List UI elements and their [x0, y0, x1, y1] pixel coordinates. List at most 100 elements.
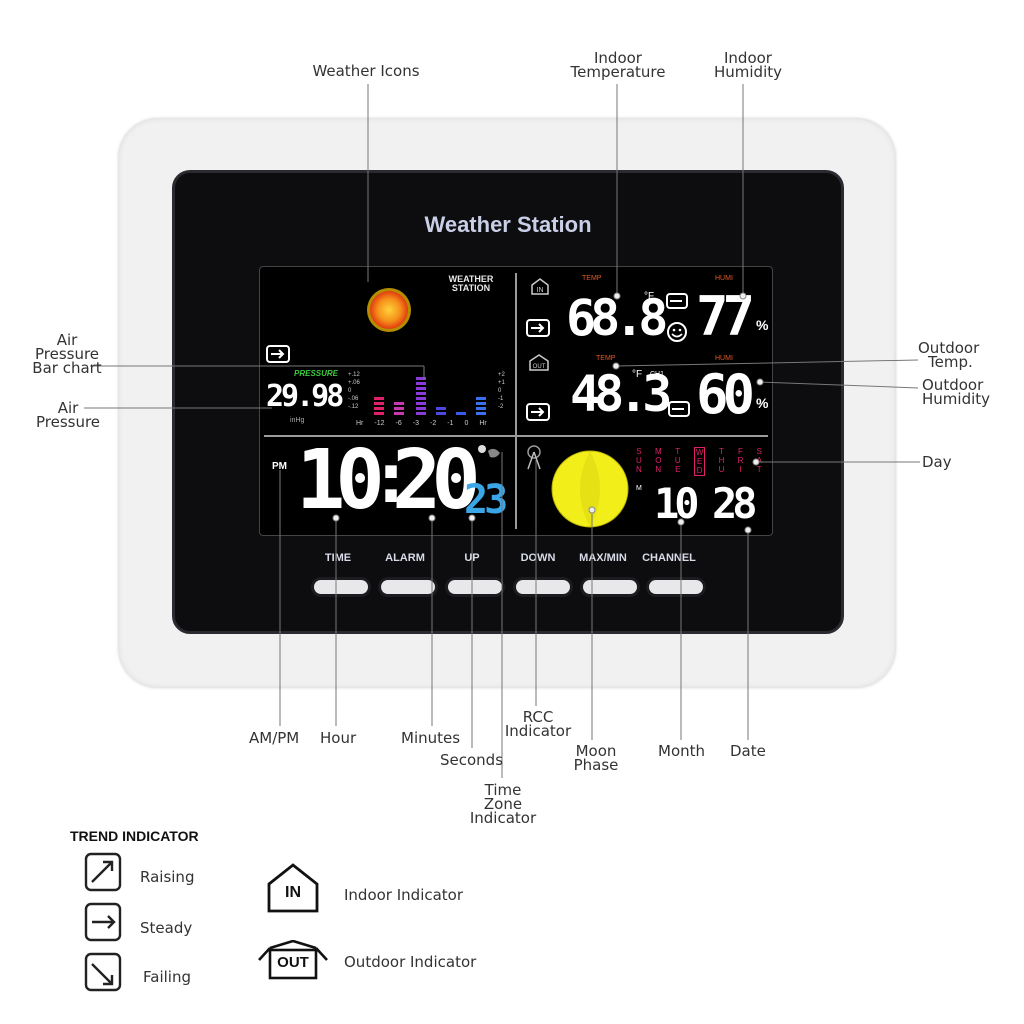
bar-col [416, 377, 426, 415]
pressure-scale-right-tick: 0 [498, 388, 502, 394]
rcc-tower-icon [524, 445, 544, 475]
pressure-label: PRESSURE [294, 369, 339, 378]
leader-dot [756, 378, 764, 386]
indoor-house-icon: IN [266, 862, 320, 914]
device-title: Weather Station [424, 212, 592, 237]
leader-dot [468, 514, 476, 522]
day-letter: E [696, 457, 703, 466]
pressure-scale-tick: -.12 [348, 404, 359, 410]
ampm-indicator: PM [272, 461, 287, 472]
leader-dot [739, 292, 747, 300]
pressure-scale-right-tick: -2 [498, 404, 504, 410]
leader-outdoor-temp [615, 359, 919, 367]
callout-line: RCC [522, 708, 554, 726]
hour-tick: 0 [464, 420, 469, 427]
alarm-button-label: ALARM [385, 552, 425, 564]
pressure-scale-tick: -.06 [348, 396, 359, 402]
day-letter: N [655, 465, 662, 474]
callout-line: Humidity [922, 390, 991, 408]
day-letter: O [655, 456, 662, 465]
up-button[interactable] [448, 580, 502, 594]
callout-hour: Hour [320, 729, 357, 747]
leader-dot [744, 526, 752, 534]
day-letter: U [718, 465, 725, 474]
day-letter: S [636, 447, 642, 456]
day-letter: D [696, 466, 703, 475]
day-letter: W [695, 448, 704, 457]
callout-time-zone-indicator: Time Zone Indicator [458, 781, 548, 827]
hour-tick: -12 [374, 420, 385, 427]
callout-line: Temp. [928, 353, 973, 371]
alarm-button[interactable] [381, 580, 435, 594]
indoor-temp-unit: °F [644, 291, 655, 302]
day-letter: N [636, 465, 642, 474]
day-letter: T [675, 447, 681, 456]
callout-am-pm: AM/PM [249, 729, 300, 747]
indoor-indicator-label: Indoor Indicator [344, 886, 464, 904]
pressure-unit: inHg [290, 417, 305, 424]
pressure-scale-right-tick: +1 [498, 380, 505, 386]
channel-button[interactable] [649, 580, 703, 594]
lcd-logo-line-2: STATION [451, 283, 491, 293]
outdoor-hum-trend-icon [668, 401, 690, 421]
lcd-screen: WEATHER STATION PRESSURE 29.98 inHg +.12… [259, 266, 773, 536]
callout-outdoor-humidity: Outdoor Humidity [922, 376, 1002, 408]
callout-month: Month [658, 742, 706, 760]
day-letter: M [654, 447, 662, 456]
callout-line: Indoor [724, 49, 772, 67]
day-letter: I [739, 465, 742, 474]
out-icon-text: OUT [277, 954, 309, 971]
raising-label: Raising [140, 868, 195, 886]
svg-text:OUT: OUT [533, 364, 546, 370]
outdoor-temp-label: TEMP [596, 355, 616, 362]
callout-line: Zone [483, 795, 523, 813]
outdoor-house-icon: OUT [255, 940, 331, 982]
hour-tick: -2 [429, 420, 437, 427]
callout-rcc-indicator: RCC Indicator [496, 708, 580, 739]
svg-text:IN: IN [537, 287, 544, 294]
pressure-scale-right-tick: +2 [498, 372, 505, 378]
callout-date: Date [730, 742, 766, 760]
time-button[interactable] [314, 580, 368, 594]
outdoor-hum-percent: % [756, 395, 769, 411]
callout-indoor-humidity: Indoor Humidity [700, 49, 796, 80]
lcd-logo: WEATHER STATION [446, 275, 496, 293]
outdoor-temp-unit: °F [632, 369, 643, 380]
trend-indicator-title: TREND INDICATOR [70, 828, 199, 844]
outdoor-trend-icon [526, 403, 550, 425]
indoor-hum-label: HUMI [715, 275, 733, 282]
pressure-scale: +.12 +.06 0 -.06 -.12 [348, 371, 360, 411]
leader-dot [332, 514, 340, 522]
callout-line: Bar chart [32, 359, 102, 377]
raising-trend-icon [84, 852, 124, 898]
callout-line: Indicator [469, 809, 537, 827]
hour-tick: -6 [395, 420, 402, 427]
down-button[interactable] [516, 580, 570, 594]
time-zone-icon [476, 443, 504, 469]
pressure-scale-right-tick: -1 [498, 396, 504, 402]
bar-col [436, 407, 446, 415]
in-icon-text: IN [285, 884, 301, 901]
bar-col [456, 412, 466, 415]
indoor-hum-percent: % [756, 317, 769, 333]
callout-line: Time [484, 781, 522, 799]
callout-line: Air [57, 399, 79, 417]
leader-dot [752, 458, 760, 466]
bar-col [374, 397, 384, 415]
outdoor-temp-value: 48.3 [570, 365, 672, 423]
callout-line: Outdoor [922, 376, 984, 394]
leader-dot [677, 518, 685, 526]
failing-label: Failing [143, 968, 191, 986]
callout-line: Phase [573, 756, 619, 774]
pressure-bar-chart [372, 367, 494, 417]
callout-minutes: Minutes [401, 729, 461, 747]
indoor-temp-label: TEMP [582, 275, 602, 282]
hour-tick: -3 [412, 420, 419, 427]
hour-tick: -1 [447, 420, 454, 427]
maxmin-button[interactable] [583, 580, 637, 594]
